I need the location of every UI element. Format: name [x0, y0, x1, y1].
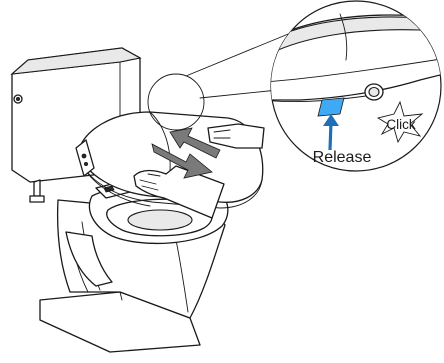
- flush-handle: [13, 94, 23, 104]
- release-tab: [317, 97, 345, 117]
- detail-callout: [270, 0, 442, 172]
- zoom-indicator: [147, 29, 299, 131]
- slide-in-arrow: [169, 127, 221, 159]
- click-label: Click: [386, 117, 415, 132]
- click-starburst: [376, 100, 424, 144]
- hand-pulling: [207, 123, 265, 149]
- hand-pushing: [133, 165, 225, 219]
- release-label: Release: [313, 149, 372, 166]
- water-supply-pipe: [29, 179, 45, 203]
- mounting-pin: [364, 83, 384, 101]
- slide-out-arrow: [151, 143, 213, 179]
- release-arrow: [323, 114, 339, 151]
